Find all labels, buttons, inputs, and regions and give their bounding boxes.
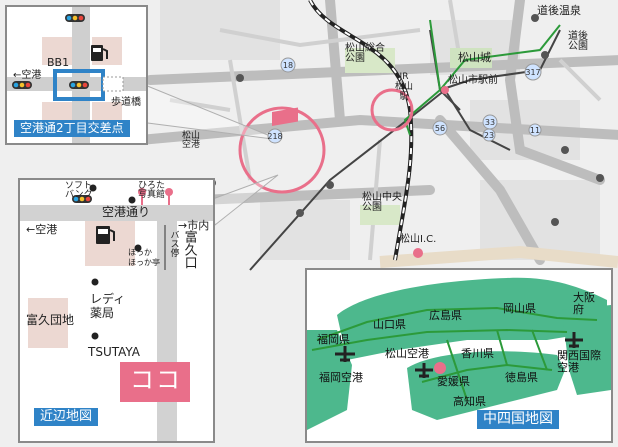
label-tomiku-danchi: 富久団地: [26, 313, 75, 327]
neighborhood-map: [20, 184, 213, 441]
label-fukuoka-airport: 福岡空港: [319, 371, 363, 384]
label-jr-matsuyama: JR 松山 駅: [395, 72, 414, 102]
label-hotto-motto: ほっか ほっか亭: [128, 248, 160, 268]
label-osaka: 大阪 府: [573, 291, 595, 317]
label-yamaguchi: 山口県: [373, 318, 406, 331]
label-to-airport: ←空港: [13, 70, 42, 81]
label-matsuyama-ic: 松山I.C.: [400, 234, 437, 245]
label-okayama: 岡山県: [503, 302, 536, 315]
label-sogo-park: 松山総合 公園: [345, 43, 385, 64]
label-matsuyama-castle: 松山城: [458, 51, 491, 64]
label-dogo-park: 道後 公園: [568, 31, 588, 52]
bus-stop-icon: [165, 188, 173, 205]
label-to-city: →市内: [178, 219, 210, 232]
route-18-label: 18: [283, 61, 293, 70]
label-pedestrian-bridge: 歩道橋: [111, 97, 141, 108]
neighborhood-caption: 近辺地図: [34, 408, 99, 427]
label-ehime: 愛媛県: [437, 375, 470, 388]
region-inset: 福岡県 福岡空港 山口県 広島県 岡山県 大阪 府 松山空港 香川県 関西国際 …: [305, 268, 613, 443]
route-317-label: 317: [525, 68, 540, 77]
airplane-icon: [415, 363, 433, 378]
route-33-label: 33: [485, 118, 495, 127]
label-here: ココ: [130, 366, 182, 394]
label-hiroshima: 広島県: [429, 309, 462, 322]
airplane-icon: [565, 332, 583, 348]
label-kagawa: 香川県: [461, 347, 494, 360]
route-23-label: 23: [484, 131, 494, 140]
route-56-label: 56: [435, 124, 445, 133]
route-218-label: 218: [267, 132, 282, 141]
traffic-light-icon: [65, 14, 85, 22]
label-matsuyama-airport: 松山空港: [385, 347, 429, 360]
label-kansai-airport: 関西国際 空港: [557, 349, 601, 375]
gas-station-icon: [91, 45, 108, 61]
label-fukuoka-pref: 福岡県: [317, 333, 350, 346]
intersection-inset: BB1 ←空港 歩道橋 空港通2丁目交差点: [5, 5, 148, 145]
neighborhood-inset: ソフト バンク ひろた 写真館 空港通り ←空港 →市内 バス停 富久口 ほっか…: [18, 178, 215, 443]
hirota-pin-icon: [138, 188, 146, 205]
traffic-light-icon: [72, 195, 92, 203]
label-bus-stop: バス停: [168, 230, 179, 257]
label-chuo-park: 松山中央 公園: [362, 192, 402, 213]
label-softbank: ソフト バンク: [65, 181, 93, 200]
label-bb1: BB1: [47, 56, 70, 69]
label-tomikuguchi: 富久口: [181, 230, 197, 269]
label-dogo-onsen: 道後温泉: [537, 4, 581, 17]
airplane-icon: [335, 346, 355, 362]
intersection-map: [7, 7, 146, 143]
gas-station-icon: [96, 226, 115, 244]
matsuyama-marker: [434, 362, 446, 374]
label-city-station: 松山市駅前: [448, 75, 498, 86]
label-lady-pharmacy: レディ 薬局: [90, 292, 126, 321]
region-caption: 中四国地図: [477, 410, 559, 430]
region-map: [307, 270, 611, 441]
intersection-caption: 空港通2丁目交差点: [14, 120, 130, 138]
label-tsutaya: TSUTAYA: [88, 345, 141, 359]
route-11-label: 11: [530, 126, 540, 135]
label-airport-main: 松山 空港: [182, 131, 201, 150]
label-airport-street: 空港通り: [102, 205, 151, 219]
label-hirota-photo: ひろた 写真館: [138, 181, 166, 200]
label-to-airport-2: ←空港: [26, 223, 58, 236]
label-kochi: 高知県: [453, 395, 486, 408]
label-tokushima: 徳島県: [505, 371, 538, 384]
